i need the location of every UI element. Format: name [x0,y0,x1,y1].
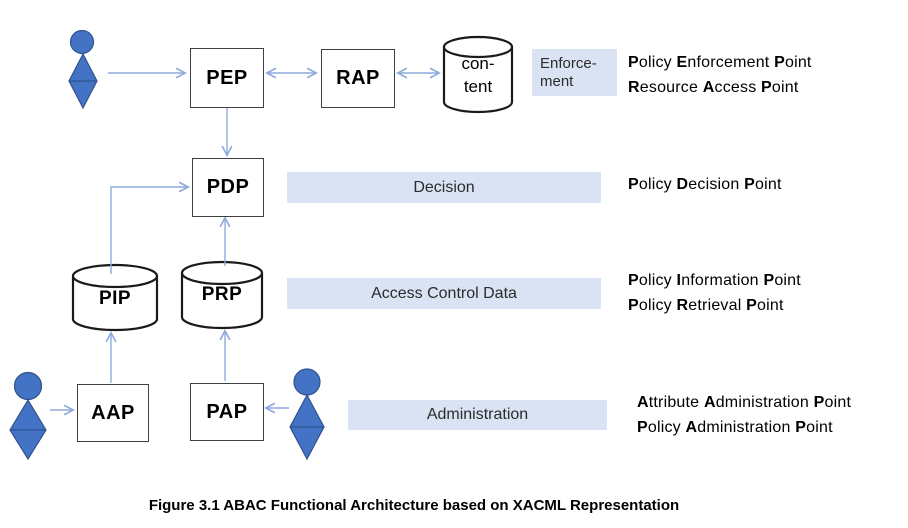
aap-node: AAP [77,384,149,442]
content-store-label-line1: con- [461,54,495,73]
database-cylinder-icon [442,35,514,114]
enforcement-banner: Enforce- ment [532,49,617,96]
prp-label: PRP [201,284,243,305]
administration-banner: Administration [348,400,607,430]
database-cylinder-icon [71,263,159,332]
pdp-node: PDP [192,158,264,217]
pap-node: PAP [190,383,264,441]
content-store-label: con- tent [444,52,512,98]
pep-node: PEP [190,48,264,108]
content-store-label-line2: tent [463,77,493,96]
pap-label: PAP [206,400,248,423]
pdp-label: PDP [206,176,250,198]
pip-label: PIP [98,288,132,309]
legend-resource-access-point: Resource Access Point [628,79,799,96]
pep-label: PEP [206,66,248,89]
rap-node: RAP [321,49,395,108]
arrow-pip-to-pdp [110,187,188,274]
enforcement-banner-line2: ment [540,72,574,90]
aap-label: AAP [91,401,135,424]
decision-banner: Decision [287,172,601,203]
access-control-data-banner: Access Control Data [287,278,601,309]
legend-policy-retrieval-point: Policy Retrieval Point [628,297,784,314]
legend-policy-information-point: Policy Information Point [628,272,801,289]
legend-policy-administration-point: Policy Administration Point [637,419,833,436]
legend-attribute-administration-point: Attribute Administration Point [637,394,852,411]
database-cylinder-icon [180,260,264,330]
person-icon [9,371,47,461]
legend-policy-enforcement-point: Policy Enforcement Point [628,54,812,71]
figure-caption: Figure 3.1 ABAC Functional Architecture … [148,497,680,514]
enforcement-banner-line1: Enforce- [540,54,597,72]
legend-policy-decision-point: Policy Decision Point [628,176,782,193]
person-icon [289,368,325,461]
rap-label: RAP [336,67,380,89]
person-icon [68,29,98,110]
